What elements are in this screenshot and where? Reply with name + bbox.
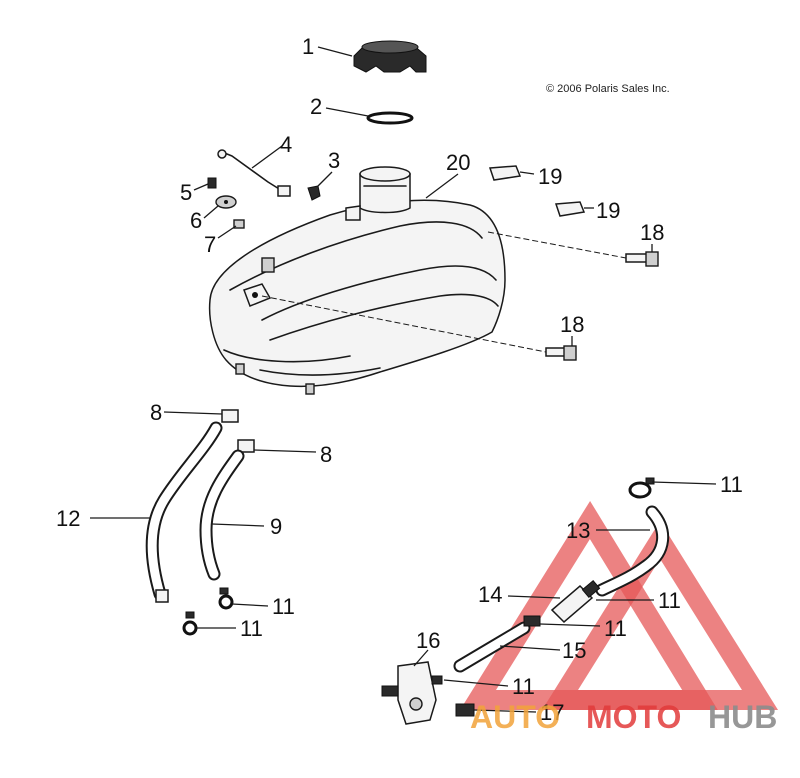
leader-5: [193, 183, 209, 191]
part-20-fuel-tank: [208, 166, 506, 395]
watermark-logo: [460, 500, 779, 710]
callout-11d: 11: [658, 588, 681, 613]
watermark-text: AUTO MOTO HUB: [470, 699, 777, 735]
leader-7: [217, 225, 237, 239]
part-11c-clamp: [628, 477, 655, 499]
callout-19a: 19: [538, 164, 562, 189]
leader-14: [507, 595, 561, 599]
leader-17: [473, 709, 537, 713]
callout-2: 2: [310, 94, 322, 119]
callout-4: 4: [280, 132, 292, 157]
part-18a-bolt: [625, 251, 659, 267]
leader-4: [251, 145, 283, 169]
leader-20: [425, 173, 459, 199]
callout-7: 7: [204, 232, 216, 257]
callout-9: 9: [270, 514, 282, 539]
leader-19a: [519, 171, 535, 175]
watermark-auto: AUTO: [470, 699, 560, 735]
part-5-bolt: [207, 177, 217, 189]
part-15-hose: [453, 615, 541, 673]
part-3-screw: [307, 185, 321, 201]
part-9-hose: [199, 449, 245, 581]
leader-2: [325, 107, 369, 117]
callout-3: 3: [328, 148, 340, 173]
callout-19b: 19: [596, 198, 620, 223]
watermark-hub: HUB: [708, 699, 777, 735]
callout-11c: 11: [720, 472, 743, 497]
callout-6: 6: [190, 208, 202, 233]
callout-20: 20: [446, 150, 470, 175]
part-6-washer: [215, 195, 237, 209]
callout-11a: 11: [272, 594, 295, 619]
part-13-hose: [595, 505, 670, 597]
callout-16: 16: [416, 628, 440, 653]
leader-11e: [539, 623, 601, 627]
part-2-gasket: [366, 111, 414, 125]
part-8b-clamp: [237, 439, 255, 453]
part-1-fuel-cap: [353, 40, 427, 73]
dash-18b: [261, 295, 547, 353]
leader-8a: [163, 411, 223, 415]
part-11b-clamp: [182, 611, 198, 636]
copyright-text: © 2006 Polaris Sales Inc.: [546, 83, 670, 95]
callout-8a: 8: [150, 400, 162, 425]
watermark-moto: MOTO: [586, 699, 681, 735]
callout-14: 14: [478, 582, 502, 607]
callout-12: 12: [56, 506, 80, 531]
part-11a-clamp: [218, 587, 234, 610]
part-16-fuel-valve: [381, 661, 443, 725]
leader-11f: [443, 679, 509, 687]
callout-15: 15: [562, 638, 586, 663]
part-19a-pad: [488, 165, 522, 181]
callout-11b: 11: [240, 616, 263, 641]
part-14-filter: [550, 579, 601, 624]
callout-18b: 18: [560, 312, 584, 337]
callout-13: 13: [566, 518, 590, 543]
callout-5: 5: [180, 180, 192, 205]
leader-8b: [253, 449, 317, 453]
callout-8b: 8: [320, 442, 332, 467]
leader-3: [317, 171, 333, 187]
part-7-nut: [233, 219, 245, 229]
callout-17: 17: [540, 700, 564, 725]
callout-1: 1: [302, 34, 314, 59]
leader-11a: [231, 603, 269, 607]
leader-6: [203, 205, 219, 219]
leader-9: [211, 523, 265, 527]
dash-18a: [487, 231, 627, 259]
leader-15: [499, 645, 561, 651]
leader-11c: [651, 481, 717, 485]
callout-11e: 11: [604, 616, 627, 641]
callout-11f: 11: [512, 674, 535, 699]
part-19b-pad: [554, 201, 586, 217]
leader-16: [413, 649, 429, 667]
part-8a-clamp: [221, 409, 239, 423]
part-12-hose: [145, 421, 223, 603]
part-4-bracket: [217, 149, 291, 197]
part-18b-bolt: [545, 345, 577, 361]
callout-18a: 18: [640, 220, 664, 245]
leader-1: [317, 46, 353, 57]
